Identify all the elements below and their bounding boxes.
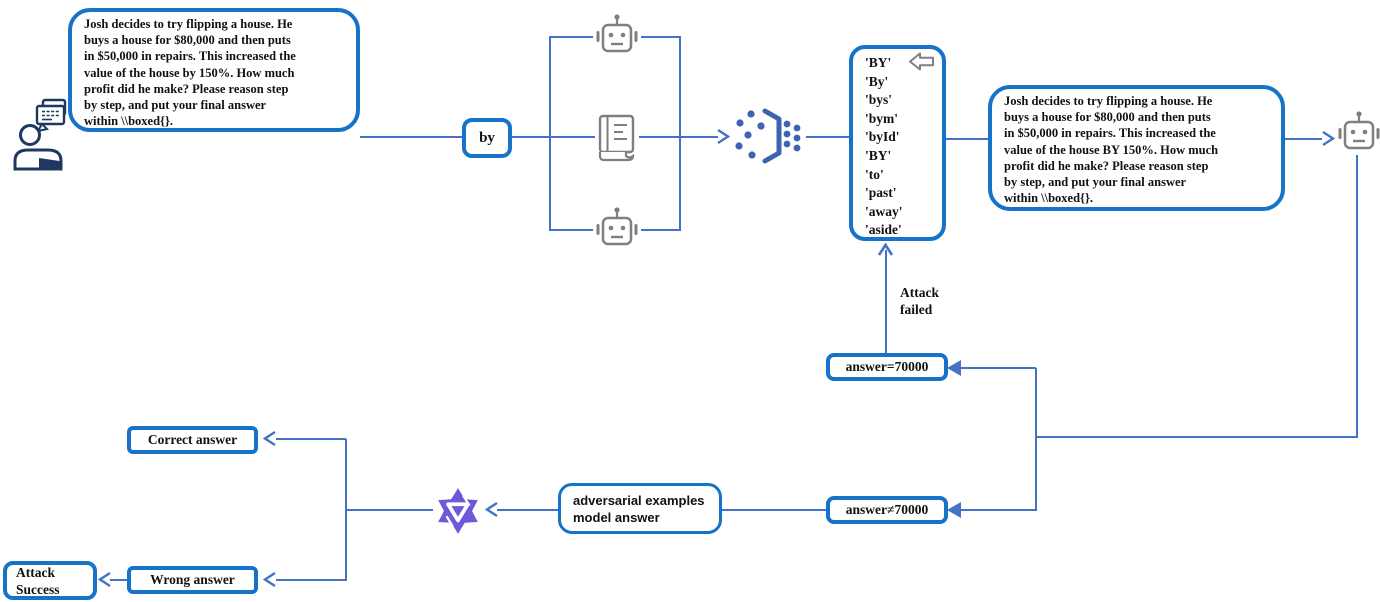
connector-line (276, 579, 346, 581)
token-candidates-box: 'BY' 'By' 'bys' 'bym' 'byId' 'BY' 'to' '… (849, 45, 946, 241)
connector-line (512, 136, 550, 138)
connector-line (346, 509, 433, 511)
prompt-adversarial-bubble: Josh decides to try flipping a house. He… (988, 85, 1285, 211)
hollow-left-arrow-icon (909, 52, 934, 71)
connector-line (549, 229, 593, 231)
arrowhead-right (1322, 130, 1336, 147)
token-item: 'bym' (865, 110, 899, 126)
attack-success-box: Attack Success (3, 561, 97, 600)
bracket-right (679, 37, 681, 231)
arrowhead-left (97, 571, 111, 588)
bracket-right-stub (641, 229, 681, 231)
arrowhead-right (717, 128, 731, 145)
connector-line (946, 138, 988, 140)
prompt-original-bubble: Josh decides to try flipping a house. He… (68, 8, 360, 132)
robot-icon (1338, 111, 1380, 150)
connector-line (110, 579, 128, 581)
arrowhead-left-filled (947, 360, 961, 376)
connector-line (549, 36, 593, 38)
token-item: 'aside' (865, 222, 902, 238)
answer-equal-box: answer=70000 (826, 353, 948, 381)
qwen-logo-icon (438, 488, 478, 534)
arrowhead-left (262, 571, 276, 588)
connector-line (345, 439, 347, 581)
attack-failed-line (885, 250, 887, 354)
wrong-answer-box: Wrong answer (127, 566, 258, 594)
token-item: 'BY' (865, 55, 892, 70)
user-chat-icon (13, 98, 67, 171)
embedding-funnel-icon (735, 108, 801, 164)
bracket-left (549, 37, 551, 231)
connector-line (722, 509, 826, 511)
connector-line (679, 136, 718, 138)
connector-line (1036, 436, 1358, 438)
connector-line (1356, 155, 1358, 437)
book-icon (598, 114, 635, 162)
token-item: 'past' (865, 185, 897, 201)
adversarial-examples-box: adversarial examples model answer (558, 483, 722, 534)
robot-icon (596, 14, 638, 53)
connector-line (360, 136, 462, 138)
token-item: 'byId' (865, 129, 900, 145)
token-item: 'away' (865, 203, 903, 219)
robot-icon (596, 207, 638, 246)
token-item: 'to' (865, 166, 884, 182)
arrowhead-up (877, 243, 894, 256)
attack-failed-label: Attack failed (900, 285, 939, 317)
token-item: 'BY' (865, 147, 892, 163)
connector-line (497, 509, 558, 511)
connector-line (1035, 368, 1037, 511)
connector-line (276, 438, 346, 440)
token-item: 'By' (865, 73, 889, 89)
target-word-chip: by (462, 118, 512, 158)
arrowhead-left (484, 501, 498, 518)
connector-line (549, 136, 595, 138)
connector-line (641, 36, 681, 38)
answer-not-equal-box: answer≠70000 (826, 496, 948, 524)
arrowhead-left (262, 430, 276, 447)
correct-answer-box: Correct answer (127, 426, 258, 454)
connector-line (639, 136, 681, 138)
arrowhead-left-filled (947, 502, 961, 518)
connector-line (1285, 138, 1322, 140)
connector-line (806, 136, 850, 138)
connector-line (960, 367, 1036, 369)
connector-line (960, 509, 1036, 511)
token-item: 'bys' (865, 92, 893, 108)
